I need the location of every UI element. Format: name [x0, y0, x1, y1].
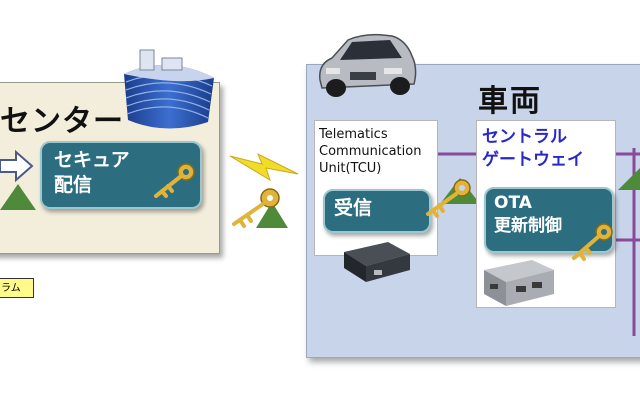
- ota-control-label: OTA 更新制御: [494, 193, 562, 236]
- tcu-panel: [314, 120, 438, 256]
- car-image: [319, 33, 417, 97]
- key-icon: [572, 223, 613, 261]
- vehicle-title: 車両: [478, 84, 542, 119]
- center-title: センター: [0, 104, 124, 139]
- key-icon: [426, 178, 480, 218]
- data-arrow-icon: [0, 150, 36, 210]
- legend-tag: ラム: [0, 278, 34, 298]
- triangle-icon: [618, 168, 640, 190]
- key-icon: [154, 163, 195, 198]
- gateway-label: セントラル ゲートウェイ: [482, 127, 584, 170]
- receive-label: 受信: [334, 197, 373, 219]
- server-building-icon: [124, 49, 214, 129]
- tcu-label: Telematics Communication Unit(TCU): [319, 127, 422, 176]
- tcu-device-icon: [344, 242, 410, 282]
- secure-delivery-label: セキュア 配信: [54, 149, 130, 196]
- signal-arrow-icon: [229, 152, 299, 182]
- gateway-device-icon: [484, 260, 554, 306]
- secure-delivery-box: [40, 141, 202, 209]
- key-icon: [232, 188, 288, 228]
